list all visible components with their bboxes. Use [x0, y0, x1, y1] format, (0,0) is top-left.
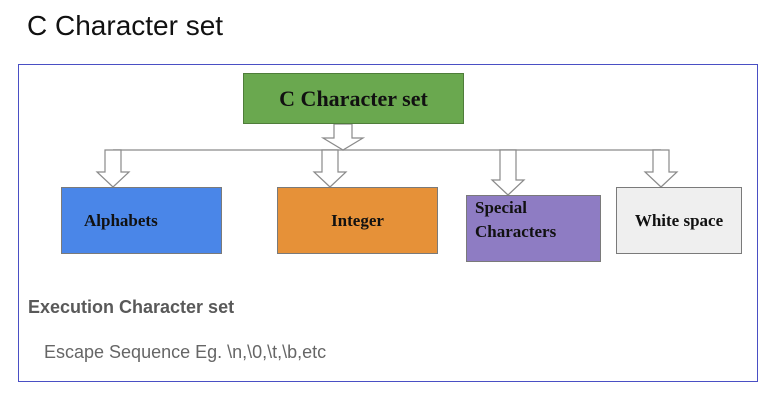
node-special-characters: Special Characters	[466, 195, 601, 262]
arrow-to-whitespace	[643, 149, 679, 188]
arrow-to-alphabets	[95, 149, 131, 188]
root-node: C Character set	[243, 73, 464, 124]
arrow-to-special	[490, 149, 526, 196]
arrow-to-integer	[312, 149, 348, 188]
node-alphabets-label: Alphabets	[84, 210, 158, 230]
node-white-space-label: White space	[634, 210, 724, 230]
content-frame	[18, 64, 758, 382]
node-special-label-line1: Special	[475, 198, 527, 217]
page-title: C Character set	[27, 10, 224, 41]
node-white-space: White space	[616, 187, 742, 254]
node-special-label-line2: Characters	[475, 222, 557, 241]
root-down-arrow	[320, 123, 366, 151]
node-integer: Integer	[277, 187, 438, 254]
node-alphabets: Alphabets	[61, 187, 222, 254]
escape-sequence-text: Escape Sequence Eg. \n,\0,\t,\b,etc	[44, 342, 327, 362]
node-integer-label: Integer	[331, 210, 384, 230]
execution-heading: Execution Character set	[28, 297, 235, 317]
